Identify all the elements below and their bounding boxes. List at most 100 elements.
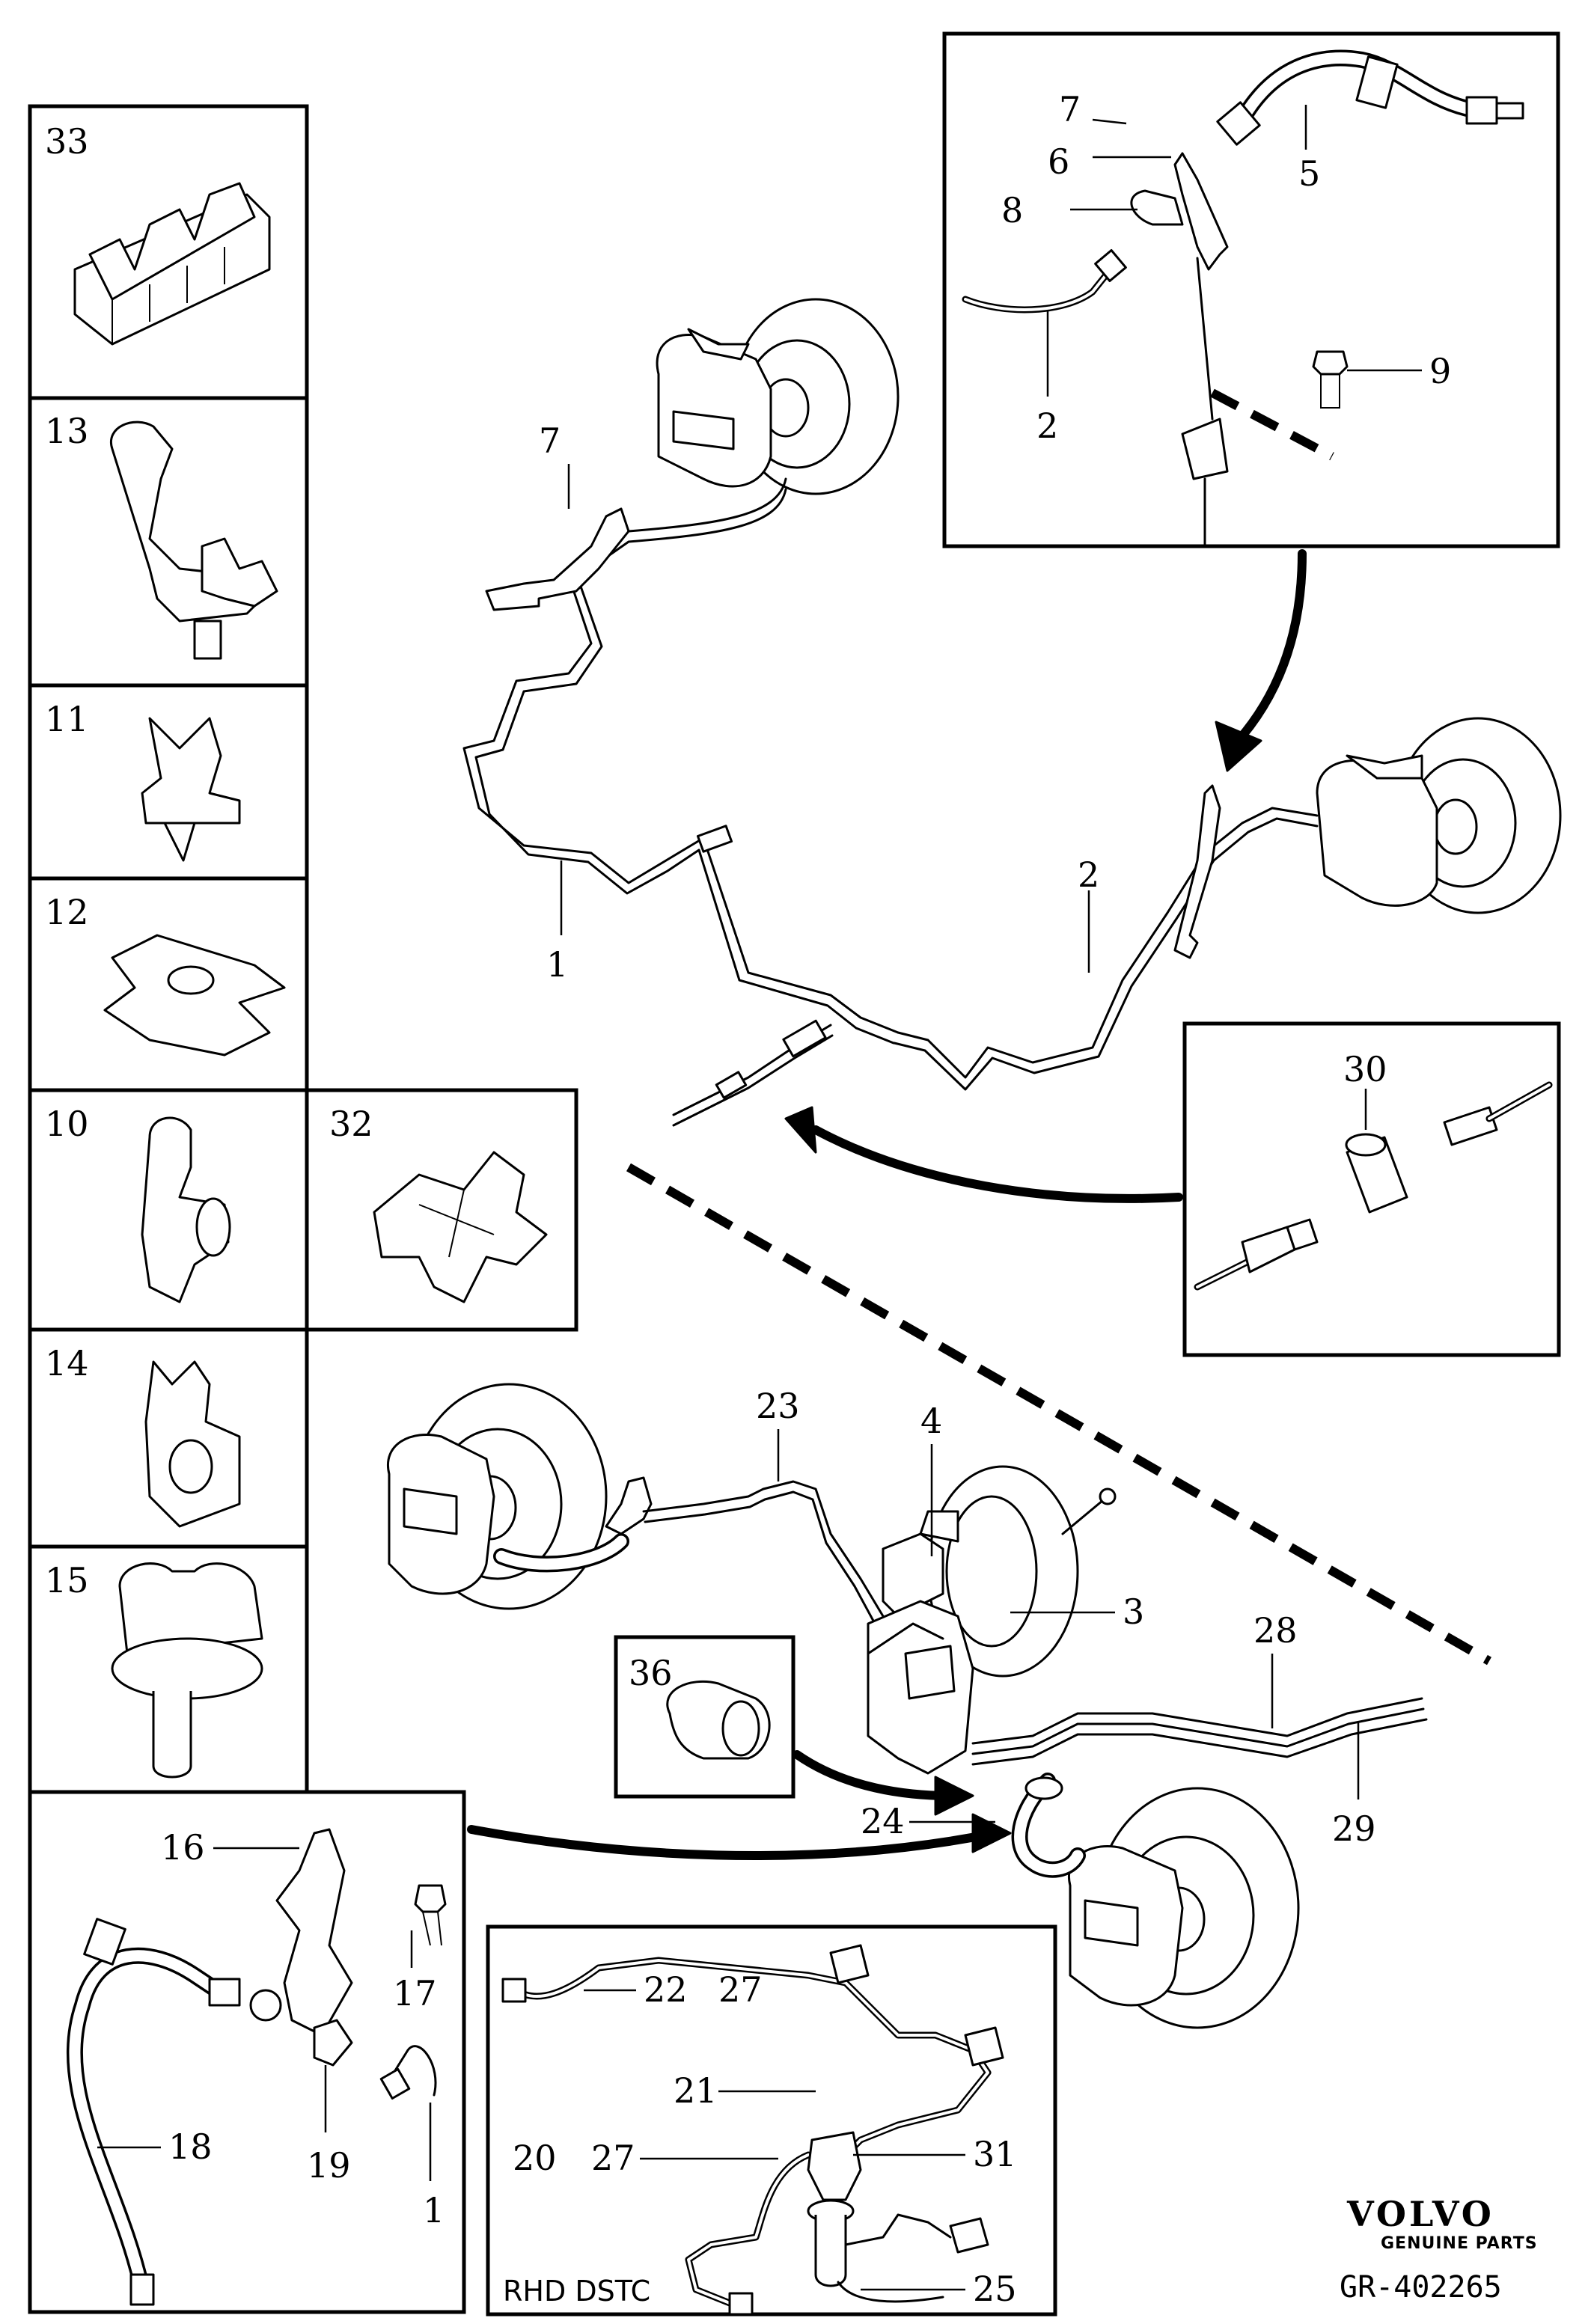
grommet-icon <box>666 1680 771 1760</box>
clip-box-33: 33 <box>28 104 309 400</box>
multi-clip-icon <box>73 182 271 346</box>
label-22: 22 <box>644 1969 688 2010</box>
label-9: 9 <box>1429 351 1451 391</box>
arrowhead-union <box>784 1106 817 1154</box>
bracket-junction <box>1130 152 1229 421</box>
label-7-inset: 7 <box>1059 89 1081 129</box>
arrowhead-grommet <box>934 1776 974 1816</box>
brake-booster <box>926 1465 1117 1678</box>
label-1: 1 <box>546 944 568 985</box>
arrowhead-front <box>971 1813 1012 1853</box>
label-24: 24 <box>861 1801 905 1841</box>
label-17: 17 <box>393 1973 437 2013</box>
brand-subtitle: GENUINE PARTS <box>1381 2234 1538 2253</box>
clip-box-32: 32 <box>305 1088 578 1332</box>
label-3: 3 <box>1123 1591 1144 1632</box>
label-27-b: 27 <box>591 2138 635 2178</box>
footer: VOLVO GENUINE PARTS GR-402265 <box>1340 2194 1538 2305</box>
label-28: 28 <box>1253 1610 1298 1651</box>
label-8: 8 <box>1001 190 1023 230</box>
label-23: 23 <box>756 1386 800 1426</box>
sensor-31 <box>807 2131 862 2287</box>
inset-rear-junction: 7 6 8 5 9 2 <box>942 31 1560 548</box>
clip-box-11: 11 <box>28 683 309 881</box>
brake-hose-18 <box>66 1918 241 2306</box>
pipe-27-lower <box>685 2151 812 2316</box>
label-10: 10 <box>45 1104 89 1144</box>
inset-union-30: 30 <box>1182 1021 1561 1357</box>
clip-box-10: 10 <box>28 1088 309 1332</box>
brake-pipe-1 <box>462 477 900 1045</box>
label-11: 11 <box>45 699 89 739</box>
push-clip-icon <box>141 717 241 862</box>
label-15: 15 <box>45 1560 89 1600</box>
arrow-inset-to-rear <box>1230 549 1307 749</box>
clip-box-14: 14 <box>28 1327 309 1549</box>
union-30-in-run <box>672 1019 834 1127</box>
label-13: 13 <box>45 411 89 451</box>
inset-grommet-36: 36 <box>614 1635 796 1799</box>
mount-tab <box>1181 418 1229 548</box>
rear-left-brake <box>656 298 900 495</box>
arrow-grommet <box>793 1750 955 1800</box>
hydraulic-unit <box>867 1600 974 1775</box>
label-36: 36 <box>629 1653 673 1693</box>
label-12: 12 <box>45 892 89 932</box>
arrowhead-rear <box>1215 721 1262 772</box>
label-16: 16 <box>161 1827 205 1868</box>
label-18: 18 <box>168 2126 213 2167</box>
clip-box-13: 13 <box>28 396 309 688</box>
label-31: 31 <box>973 2134 1017 2174</box>
bracket-2-main <box>1173 784 1221 959</box>
hose-5 <box>1216 49 1524 146</box>
label-19: 19 <box>307 2145 351 2186</box>
pipe-2-inset <box>962 249 1127 314</box>
label-25: 25 <box>973 2269 1017 2309</box>
arrow-union-to-run <box>811 1125 1183 1203</box>
brake-pipe-2 <box>893 807 1319 1091</box>
label-27-a: 27 <box>718 1969 763 2010</box>
clip-19 <box>313 2019 353 2067</box>
brake-pipe-23 <box>493 1476 885 1624</box>
arrow-inset-to-front <box>467 1825 1000 1861</box>
clip-box-15: 15 <box>28 1544 309 1794</box>
cage-nut-icon <box>144 1360 241 1528</box>
label-1-inset: 1 <box>423 2190 445 2230</box>
bolt-17 <box>414 1884 447 1946</box>
label-30: 30 <box>1343 1049 1387 1089</box>
pipe-end-1 <box>379 2045 437 2100</box>
label-7: 7 <box>539 421 561 461</box>
rear-right-brake <box>1316 717 1562 914</box>
label-5: 5 <box>1298 153 1320 194</box>
reference-number: GR-402265 <box>1340 2270 1502 2305</box>
mount-clip-icon <box>111 1562 263 1779</box>
spring-clip-icon <box>373 1151 548 1303</box>
label-32: 32 <box>329 1104 373 1144</box>
bolt-9 <box>1312 350 1349 409</box>
dashed-mount-line <box>1210 388 1334 461</box>
pipe-clip-13-icon <box>109 421 278 660</box>
inset-rear-hose: 16 17 18 19 1 <box>28 1790 466 2314</box>
label-29: 29 <box>1332 1808 1376 1849</box>
bracket-16 <box>249 1828 353 2037</box>
label-33: 33 <box>45 121 89 162</box>
clip-box-12: 12 <box>28 876 309 1092</box>
hose-24 <box>1011 1773 1086 1878</box>
wire-25 <box>837 2213 989 2303</box>
inset-rhd-dstc: 22 27 21 20 27 31 25 RHD DSTC <box>486 1924 1057 2317</box>
label-14: 14 <box>45 1343 89 1383</box>
master-cylinder <box>882 1510 959 1618</box>
dashed-connection-line <box>626 1163 1491 1666</box>
label-6: 6 <box>1048 141 1069 182</box>
speed-nut-icon <box>103 934 286 1056</box>
pipe-22-27 <box>501 1944 1004 2159</box>
front-left-brake <box>387 1383 608 1610</box>
brand-logo: VOLVO <box>1346 2194 1494 2234</box>
pipe-clip-10-icon <box>141 1116 231 1303</box>
bracket-7-main <box>485 507 630 611</box>
label-21: 21 <box>674 2070 718 2111</box>
label-2: 2 <box>1078 854 1099 895</box>
label-20: 20 <box>513 2138 557 2178</box>
front-right-brake <box>1068 1787 1300 2029</box>
